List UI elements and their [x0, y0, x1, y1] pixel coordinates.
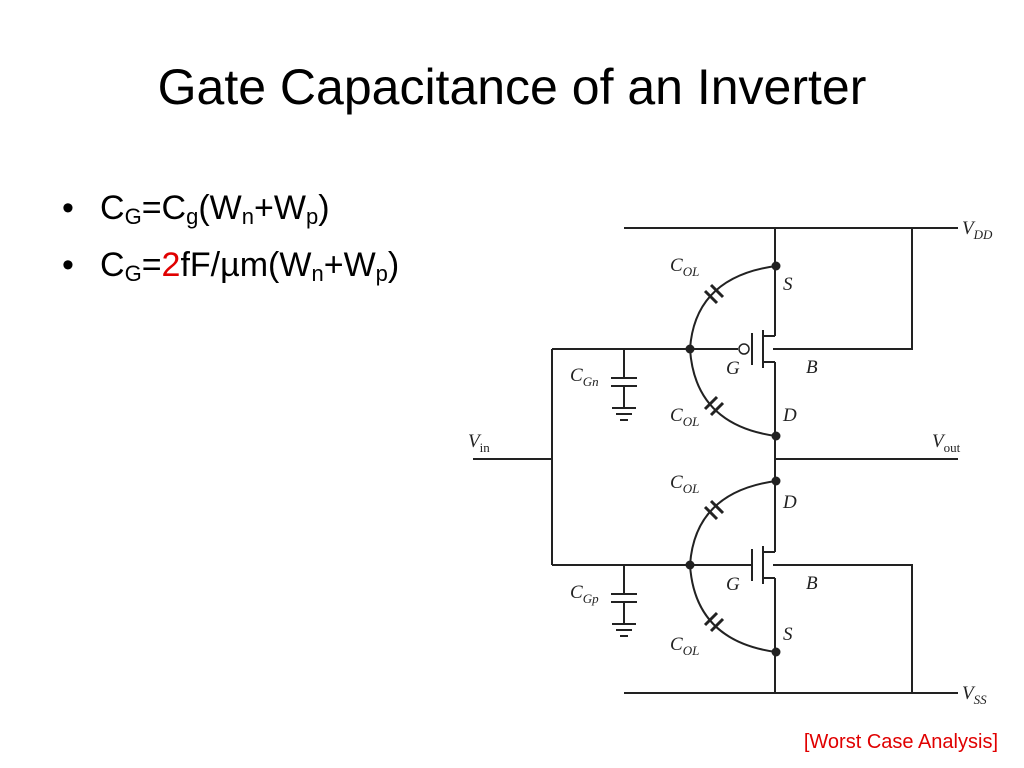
- col-arc-nmos-drain: [689, 480, 777, 566]
- pmos-d-label: D: [782, 405, 797, 426]
- nmos-s-label: S: [783, 624, 793, 645]
- nmos-b-label: B: [806, 573, 818, 594]
- pmos-s-label: S: [783, 274, 793, 295]
- col-label-2: COL: [670, 405, 699, 429]
- vdd-label: VDD: [962, 218, 993, 242]
- col-arc-nmos-source: [689, 564, 777, 653]
- bullet-dot: •: [62, 245, 74, 284]
- cgn-label: CGn: [570, 365, 599, 389]
- bullet-item-2: •CG=2fF/µm(Wn+Wp): [62, 245, 400, 286]
- capacitance-value: 2: [161, 245, 181, 284]
- nmos-bulk-wire: [773, 564, 913, 693]
- pmos-b-label: B: [806, 357, 818, 378]
- pmos-bubble: [738, 343, 750, 355]
- bullet-list: •CG=Cg(Wn+Wp) •CG=2fF/µm(Wn+Wp): [62, 188, 399, 302]
- pmos-g-label: G: [726, 358, 740, 379]
- cgp-label: CGp: [570, 582, 599, 606]
- col-label-3: COL: [670, 472, 699, 496]
- col-arc-pmos-source: [689, 265, 777, 350]
- bullet-dot: •: [62, 189, 74, 227]
- slide-title: Gate Capacitance of an Inverter: [157, 59, 867, 115]
- col-arc-pmos-drain: [689, 348, 777, 437]
- bullet-item-1: •CG=Cg(Wn+Wp): [62, 189, 330, 229]
- vout-label: Vout: [932, 431, 961, 455]
- vss-label: VSS: [962, 683, 987, 707]
- nmos-d-label: D: [782, 492, 797, 513]
- col-label-1: COL: [670, 255, 699, 279]
- nmos-g-label: G: [726, 574, 740, 595]
- footnote: [Worst Case Analysis]: [803, 731, 998, 753]
- pmos-bulk-wire: [773, 228, 913, 350]
- col-label-4: COL: [670, 634, 699, 658]
- vin-label: Vin: [468, 431, 490, 455]
